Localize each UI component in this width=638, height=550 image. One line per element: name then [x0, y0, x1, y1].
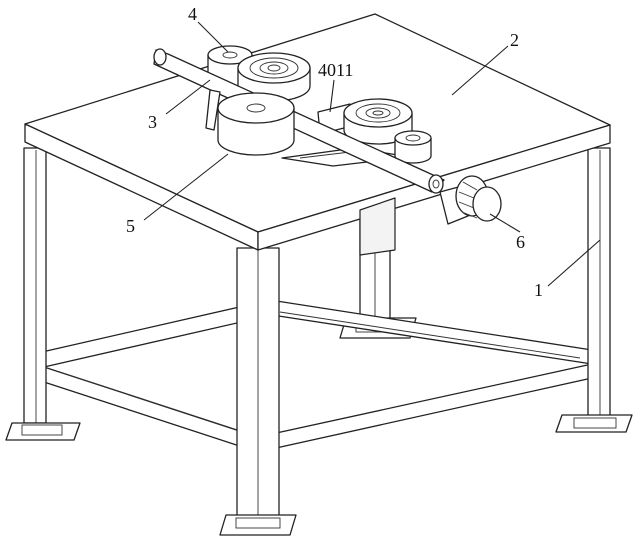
leader-lines: [143, 21, 601, 287]
label-pressing-roller: 4: [188, 4, 197, 24]
handwheel: [439, 175, 502, 225]
label-frame: 1: [534, 280, 543, 300]
grooved-wheel-right: [343, 98, 413, 145]
leg-right: [555, 147, 633, 433]
leg-front: [219, 247, 297, 536]
label-handwheel: 6: [516, 232, 525, 252]
label-guide-roller: 3: [148, 112, 157, 132]
guide-roller: [153, 48, 445, 194]
label-bending-wheel: 5: [126, 216, 135, 236]
label-slide-groove: 4011: [318, 60, 353, 80]
leg-left: [5, 147, 81, 441]
small-roller-right: [394, 130, 432, 164]
lower-frame: [41, 299, 593, 453]
bending-wheel: [217, 92, 295, 156]
label-tabletop: 2: [510, 30, 519, 50]
